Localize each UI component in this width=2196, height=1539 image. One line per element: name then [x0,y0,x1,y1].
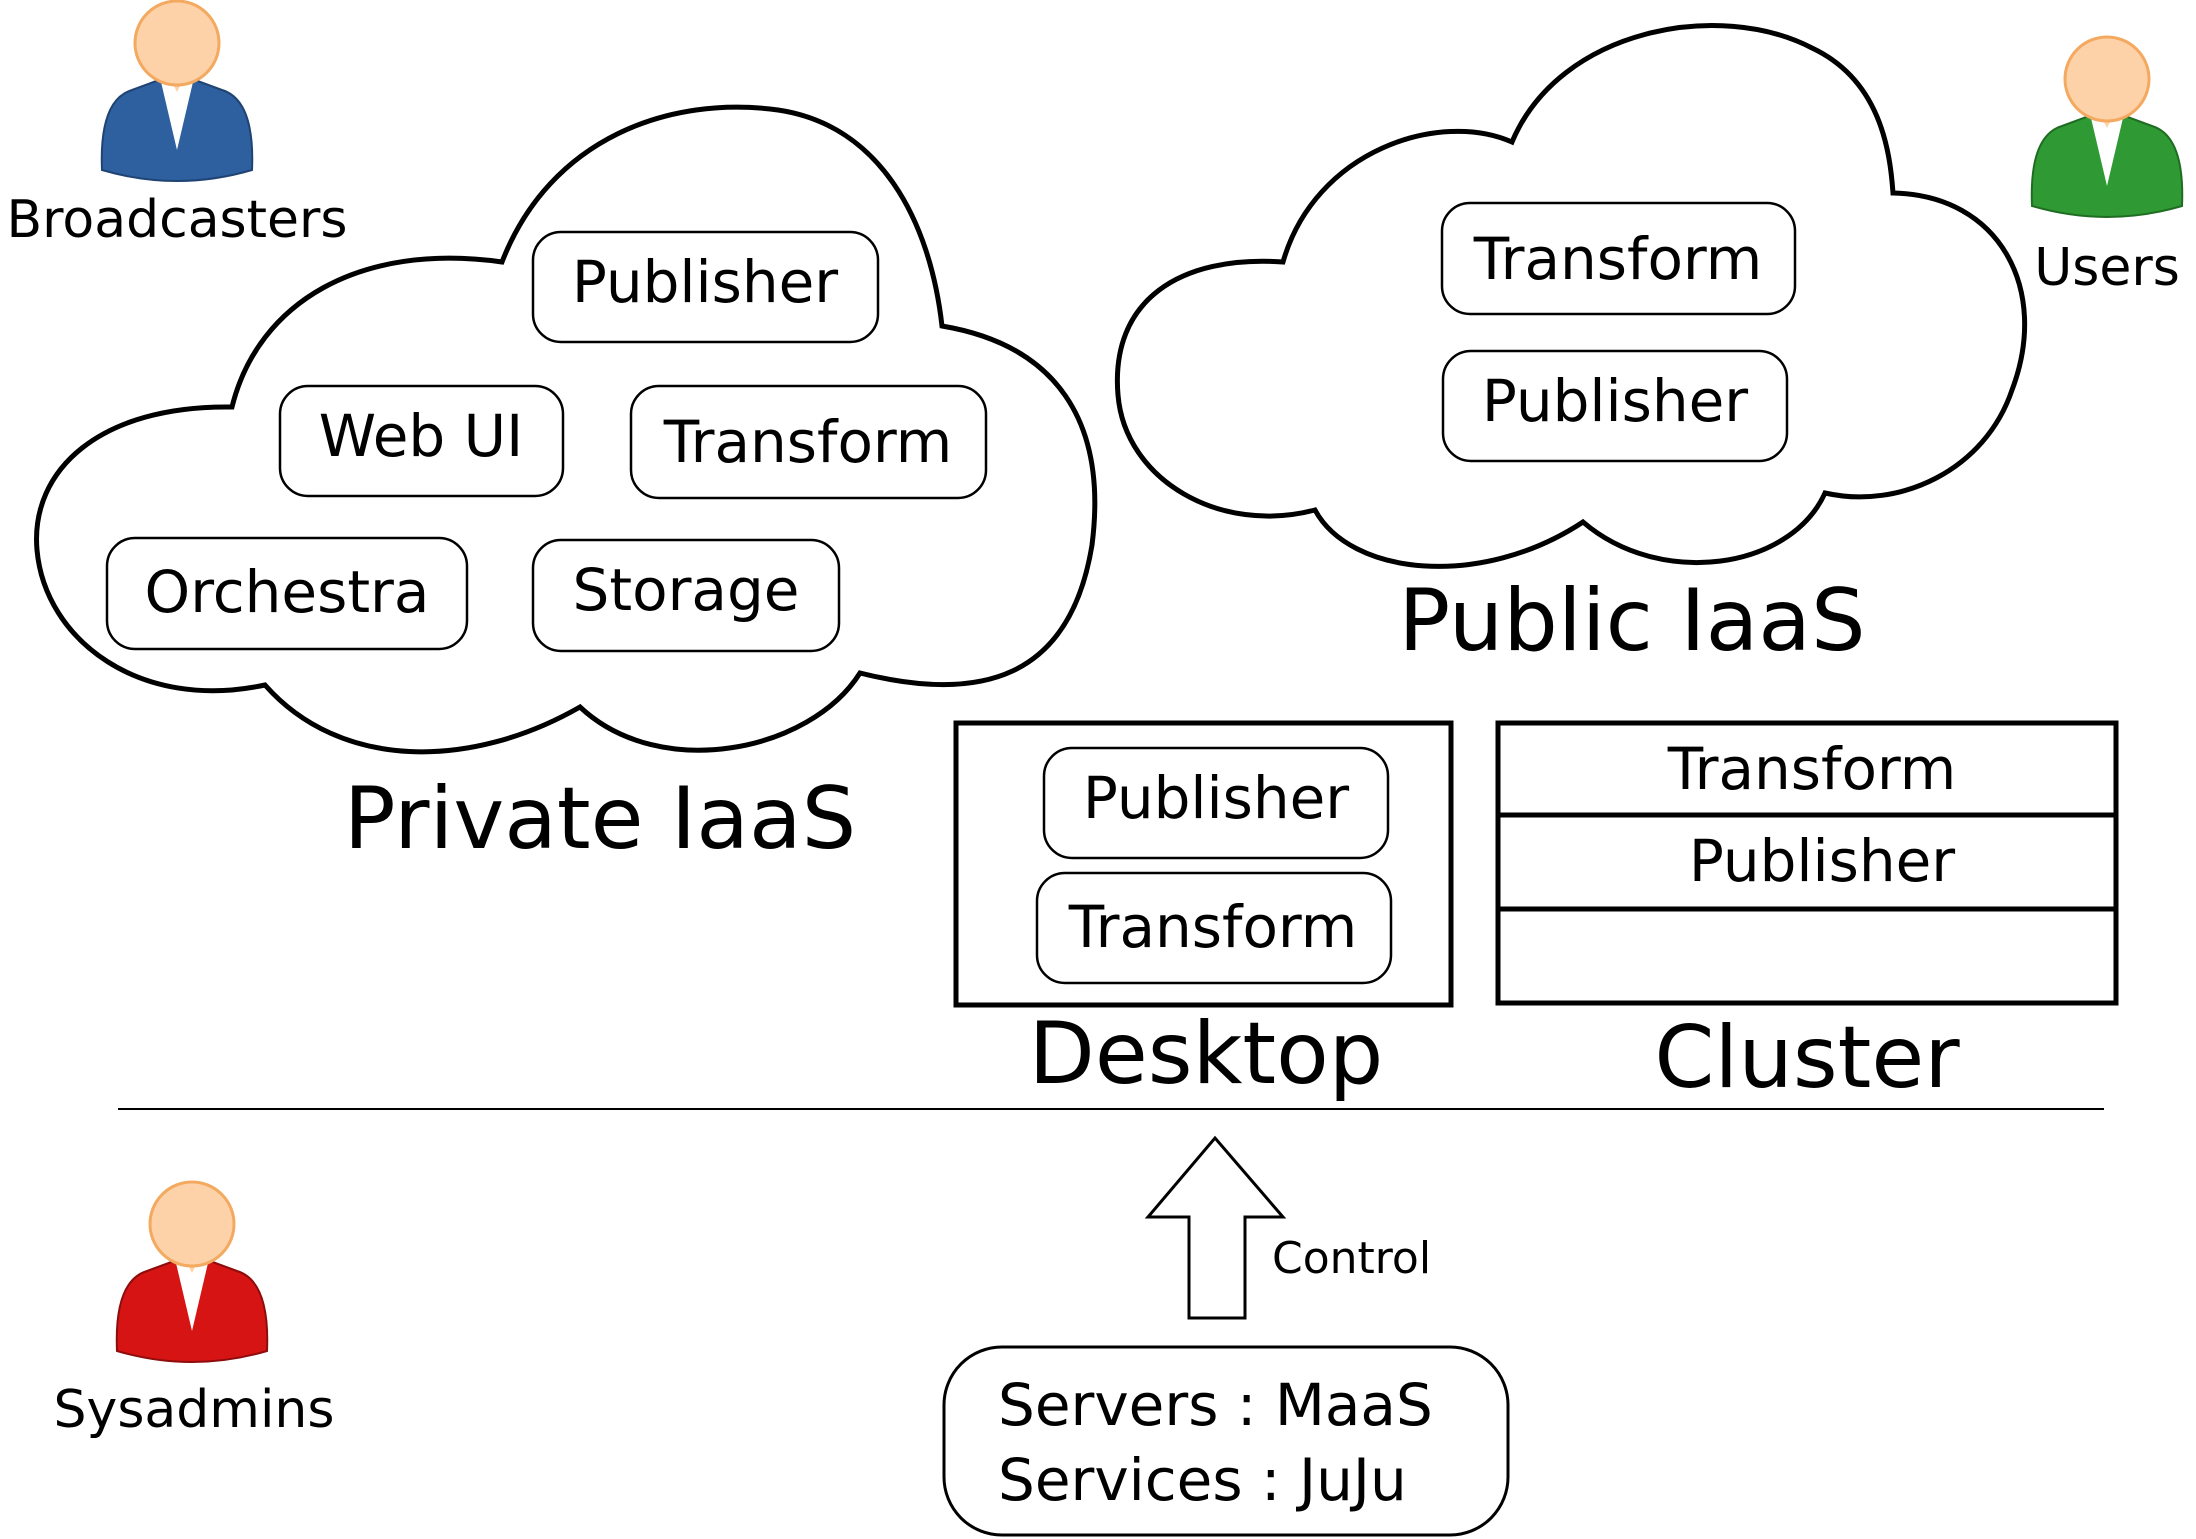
desktop-box: Publisher Transform Desktop [953,720,1454,1104]
desktop-component-transform: Transform [1035,871,1393,985]
control-tools-box: Servers : MaaS Services : JuJu [942,1345,1510,1537]
broadcasters-person-icon [100,0,254,182]
sysadmins-actor: Sysadmins [54,1180,335,1440]
svg-text:Web UI: Web UI [319,402,523,470]
cluster-box: Transform Publisher Cluster [1495,720,2119,1108]
desktop-component-publisher: Publisher [1042,746,1390,860]
private-component-publisher: Publisher [531,230,880,344]
users-label: Users [2034,238,2180,298]
svg-text:Transform: Transform [663,408,953,476]
private-component-orchestra: Orchestra [105,536,469,651]
private-component-web-ui: Web UI [278,384,565,498]
private-iaas-title: Private IaaS [344,769,857,869]
svg-text:Publisher: Publisher [1083,764,1349,832]
broadcasters-label: Broadcasters [7,190,348,250]
desktop-title: Desktop [1029,1004,1384,1104]
public-iaas-title: Public IaaS [1398,571,1865,671]
cluster-title: Cluster [1654,1008,1960,1108]
svg-text:Publisher: Publisher [1482,367,1748,435]
control-arrow-icon [1144,1135,1287,1320]
svg-text:Transform: Transform [1473,225,1763,293]
sysadmins-label: Sysadmins [54,1380,335,1440]
svg-text:Publisher: Publisher [572,248,838,316]
svg-text:Orchestra: Orchestra [145,558,430,626]
public-component-transform: Transform [1440,201,1797,316]
public-iaas-cloud: Transform Publisher Public IaaS [1114,23,2028,671]
cluster-row-publisher: Publisher [1689,827,1955,895]
private-component-transform: Transform [629,384,988,500]
cluster-row-transform: Transform [1667,735,1957,803]
sysadmins-person-icon [115,1180,269,1363]
private-iaas-cloud: Publisher Web UI Transform Orchestra Sto… [34,104,1098,869]
users-person-icon [2030,35,2184,218]
control-label: Control [1272,1233,1431,1284]
users-actor: Users [2030,35,2184,298]
public-component-publisher: Publisher [1441,349,1789,463]
svg-text:Storage: Storage [573,556,800,624]
svg-text:Transform: Transform [1068,893,1358,961]
private-component-storage: Storage [531,538,841,653]
broadcasters-actor: Broadcasters [7,0,348,250]
servers-maas-line: Servers : MaaS [998,1371,1433,1439]
services-juju-line: Services : JuJu [998,1446,1407,1514]
